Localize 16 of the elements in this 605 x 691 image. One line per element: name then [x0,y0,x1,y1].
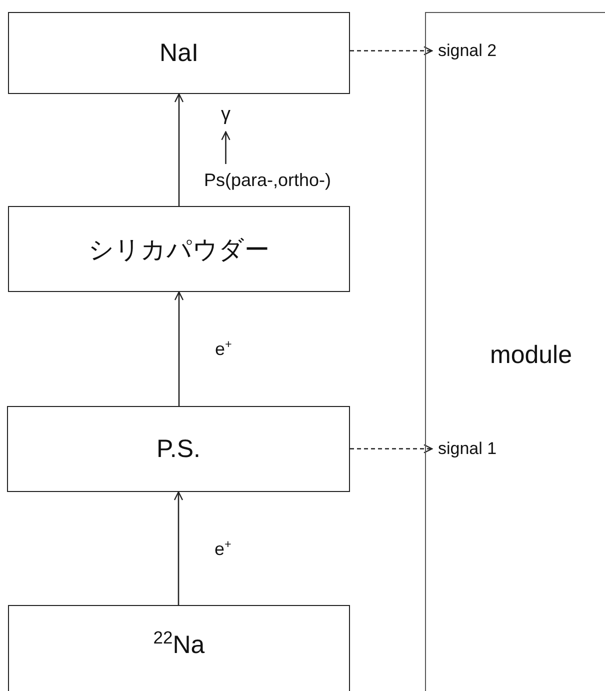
process-box: シリカパウダー [8,206,350,292]
module-box [425,12,605,691]
arrow [174,291,184,406]
box-title: module [490,341,572,370]
process-box: P.S. [7,406,350,492]
process-box: $^{22}$Na [8,605,350,691]
arrow [174,491,184,605]
process-box: NaI [8,12,350,94]
dashed-arrow [350,46,433,56]
arrow [221,131,230,164]
arrow [174,93,184,206]
node-label: Ps(para-,ortho-) [204,170,332,191]
dashed-arrow [350,444,433,454]
node-label: γ [221,104,230,126]
node-label: signal 1 [438,439,497,459]
node-label: signal 2 [438,41,497,61]
